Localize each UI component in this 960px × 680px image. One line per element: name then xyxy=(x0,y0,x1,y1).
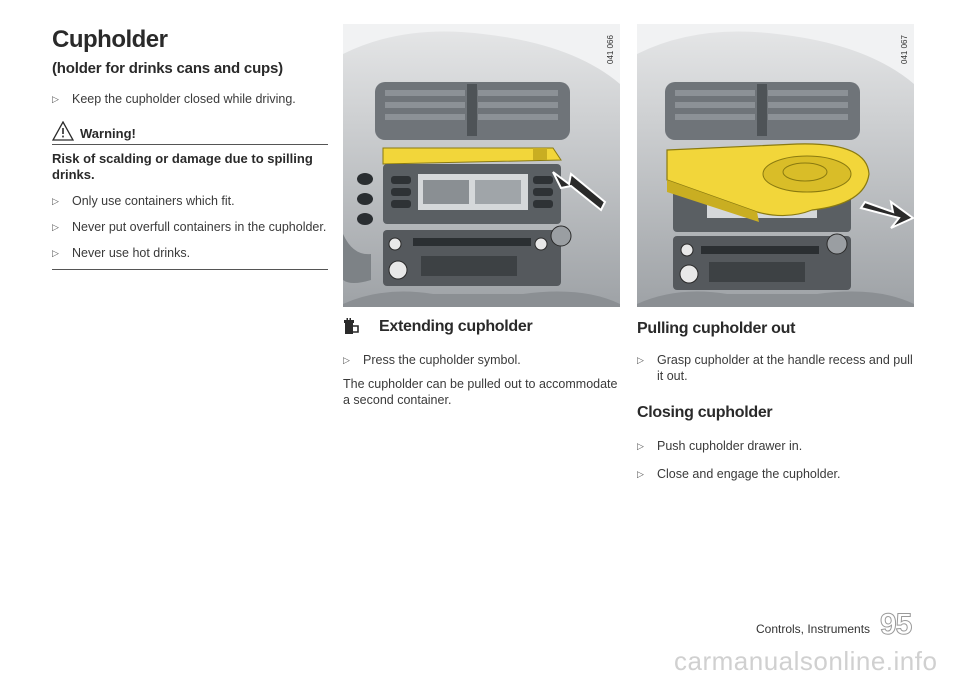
warning-label: Warning! xyxy=(80,126,136,141)
dashboard-illustration-closed xyxy=(343,24,620,307)
page-subtitle: (holder for drinks cans and cups) xyxy=(52,60,283,77)
warning-bullet-2: Never put overfull containers in the cup… xyxy=(52,219,328,235)
warning-box: Warning! Risk of scalding or damage due … xyxy=(52,121,328,270)
figure-code: 041 067 xyxy=(900,35,909,64)
warning-bullet-text: Never use hot drinks. xyxy=(72,246,191,260)
figure-cupholder-closed: 041 066 xyxy=(343,24,620,307)
cupholder-symbol-icon xyxy=(344,318,359,334)
intro-bullet: Keep the cupholder closed while driving. xyxy=(52,91,328,107)
pulling-bullet-text: Grasp cupholder at the handle recess and… xyxy=(657,353,913,383)
pulling-heading: Pulling cupholder out xyxy=(637,320,796,337)
intro-bullet-text: Keep the cupholder closed while driving. xyxy=(72,92,296,106)
figure-code: 041 066 xyxy=(606,35,615,64)
warning-bullet-1: Only use containers which fit. xyxy=(52,193,328,209)
footer-section: Controls, Instruments xyxy=(756,622,871,636)
extending-bullet: Press the cupholder symbol. xyxy=(343,352,623,368)
warning-heading: Risk of scalding or damage due to spilli… xyxy=(52,151,313,182)
warning-bullet-3: Never use hot drinks. xyxy=(52,245,328,261)
watermark: carmanualsonline.info xyxy=(674,646,938,676)
figure-cupholder-open: 041 067 xyxy=(637,24,914,307)
warning-bullet-text: Only use containers which fit. xyxy=(72,194,235,208)
extending-bullet-text: Press the cupholder symbol. xyxy=(363,353,521,367)
left-column: Cupholder (holder for drinks cans and cu… xyxy=(52,26,328,270)
closing-bullet-2: Close and engage the cupholder. xyxy=(637,466,917,482)
closing-heading: Closing cupholder xyxy=(637,404,773,421)
dashboard-illustration-open xyxy=(637,24,914,307)
extending-heading: Extending cupholder xyxy=(379,318,533,335)
closing-bullet-text: Push cupholder drawer in. xyxy=(657,439,803,453)
warning-bullet-text: Never put overfull containers in the cup… xyxy=(72,220,327,234)
warning-triangle-icon xyxy=(52,121,74,141)
page-title: Cupholder xyxy=(52,26,168,53)
extending-body: The cupholder can be pulled out to accom… xyxy=(343,377,618,407)
warning-header: Warning! xyxy=(52,121,328,141)
warning-top-rule xyxy=(52,144,328,145)
closing-bullet-1: Push cupholder drawer in. xyxy=(637,438,917,454)
warning-bottom-rule xyxy=(52,269,328,270)
pulling-bullet: Grasp cupholder at the handle recess and… xyxy=(637,352,913,384)
page-number: 95 xyxy=(879,608,912,642)
right-column: Pulling cupholder out Grasp cupholder at… xyxy=(637,320,917,482)
middle-column: Extending cupholder Press the cupholder … xyxy=(343,318,623,408)
extending-heading-row: Extending cupholder xyxy=(343,318,623,336)
closing-bullet-text: Close and engage the cupholder. xyxy=(657,467,841,481)
